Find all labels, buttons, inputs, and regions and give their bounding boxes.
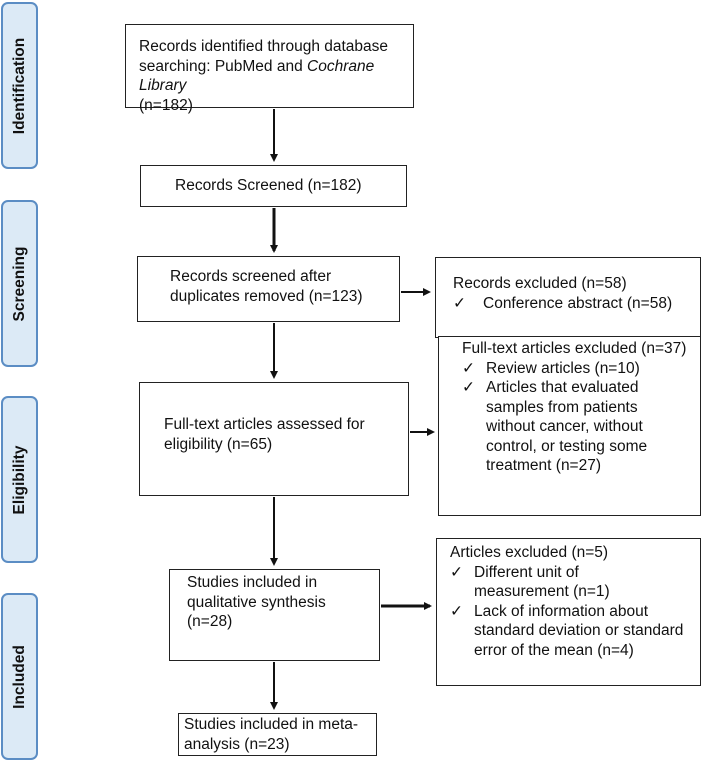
full-text-excluded-box: Full-text articles excluded (n=37) ✓ Rev…	[438, 336, 701, 516]
full-text-excluded-item: ✓ Articles that evaluated samples from p…	[462, 379, 648, 474]
articles-excluded-title: Articles excluded (n=5)	[450, 544, 609, 561]
check-icon: ✓	[453, 294, 466, 312]
full-text-assessed-line1: Full-text articles assessed for	[164, 416, 365, 433]
records-screened-after-duplicates-box: Records screened after duplicates remove…	[137, 256, 400, 322]
records-identified-box: Records identified through database sear…	[125, 24, 414, 114]
check-icon: ✓	[450, 563, 463, 581]
qualitative-synthesis-line1: Studies included in	[187, 574, 318, 591]
phase-identification: Identification	[1, 2, 38, 169]
records-screened-box: Records Screened (n=182)	[140, 165, 407, 207]
articles-excluded-list: ✓ Different unit of measurement (n=1) ✓ …	[450, 563, 700, 661]
meta-analysis-box: Studies included in meta- analysis (n=23…	[178, 713, 377, 756]
full-text-excluded-list: ✓ Review articles (n=10) ✓ Articles that…	[462, 359, 700, 476]
records-screened-after-duplicates-line2: duplicates removed (n=123)	[170, 287, 363, 305]
records-identified-line3: (n=182)	[139, 96, 193, 114]
articles-excluded-item: ✓ Different unit of measurement (n=1)	[450, 563, 610, 601]
records-identified-line2: searching: PubMed and Cochrane Library	[139, 57, 375, 95]
meta-analysis-line2: analysis (n=23)	[184, 735, 290, 753]
full-text-assessed-box: Full-text articles assessed for eligibil…	[139, 382, 409, 496]
records-excluded-title: Records excluded (n=58)	[453, 275, 627, 292]
check-icon: ✓	[462, 359, 475, 377]
records-screened-text: Records Screened (n=182)	[175, 177, 362, 194]
phase-screening: Screening	[1, 200, 38, 367]
records-excluded-box: Records excluded (n=58) ✓ Conference abs…	[435, 257, 701, 338]
qualitative-synthesis-box: Studies included in qualitative synthesi…	[169, 569, 380, 661]
phase-included: Included	[1, 593, 38, 760]
meta-analysis-line1: Studies included in meta-	[184, 716, 359, 733]
articles-excluded-box: Articles excluded (n=5) ✓ Different unit…	[436, 538, 701, 686]
full-text-assessed-line2: eligibility (n=65)	[164, 435, 273, 453]
qualitative-synthesis-line2: qualitative synthesis	[187, 593, 326, 611]
records-screened-after-duplicates-line1: Records screened after	[170, 268, 332, 285]
records-excluded-list: ✓ Conference abstract (n=58)	[453, 294, 700, 314]
records-identified-line1: Records identified through database	[139, 38, 389, 55]
full-text-excluded-item: ✓ Review articles (n=10)	[462, 359, 640, 377]
check-icon: ✓	[450, 602, 463, 620]
phase-eligibility: Eligibility	[1, 396, 38, 563]
articles-excluded-item: ✓ Lack of information about standard dev…	[450, 602, 684, 659]
qualitative-synthesis-line3: (n=28)	[187, 613, 233, 630]
records-excluded-item: ✓ Conference abstract (n=58)	[453, 294, 673, 312]
check-icon: ✓	[462, 379, 475, 396]
full-text-excluded-title: Full-text articles excluded (n=37)	[462, 340, 687, 357]
